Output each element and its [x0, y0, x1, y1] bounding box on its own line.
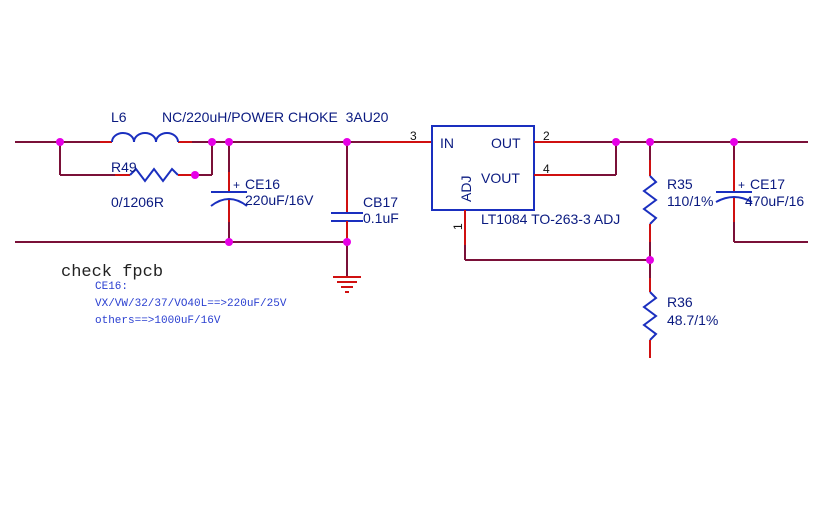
pin-number-out: 2 — [543, 129, 550, 143]
ce17-plate-neg — [715, 196, 753, 203]
junction-dot — [343, 238, 351, 246]
resistor-r35-symbol — [642, 175, 658, 225]
resistor-r36-symbol — [642, 291, 658, 341]
r36-value: 48.7/1% — [667, 312, 718, 328]
junction-dot — [612, 138, 620, 146]
r35-value: 110/1% — [667, 193, 713, 209]
ce16-ref: CE16 — [245, 176, 280, 192]
r49-value: 0/1206R — [111, 194, 164, 210]
pin-label-out: OUT — [491, 135, 521, 151]
r36-ref: R36 — [667, 294, 693, 310]
junction-dot — [225, 138, 233, 146]
pin-label-in: IN — [440, 135, 454, 151]
pin-number-adj: 1 — [451, 223, 465, 230]
junction-dot — [191, 171, 199, 179]
pin-number-in: 3 — [410, 129, 417, 143]
l6-ref: L6 — [111, 109, 127, 125]
junction-dot — [646, 256, 654, 264]
pin-number-vout: 4 — [543, 162, 550, 176]
ce17-plus-sign: + — [738, 178, 745, 192]
note-line: others==>1000uF/16V — [95, 315, 221, 327]
regulator-body — [431, 125, 535, 211]
note-line: VX/VW/32/37/VO40L==>220uF/25V — [95, 298, 287, 310]
junction-dot — [225, 238, 233, 246]
cb17-value: 0.1uF — [363, 210, 399, 226]
resistor-r49-symbol — [129, 167, 179, 183]
junction-dot — [56, 138, 64, 146]
ce16-plus-sign: + — [233, 178, 240, 192]
regulator-part: LT1084 TO-263-3 ADJ — [481, 211, 620, 227]
r49-ref: R49 — [111, 159, 137, 175]
junction-dot — [646, 138, 654, 146]
r35-ref: R35 — [667, 176, 693, 192]
junction-dot — [208, 138, 216, 146]
ce17-value: 470uF/16 — [745, 193, 804, 209]
junction-dot — [730, 138, 738, 146]
note-title: check fpcb — [61, 263, 163, 282]
ce17-ref: CE17 — [750, 176, 785, 192]
note-line: CE16: — [95, 281, 128, 293]
ce16-value: 220uF/16V — [245, 192, 314, 208]
l6-value: NC/220uH/POWER CHOKE 3AU20 — [162, 109, 389, 125]
pin-label-vout: VOUT — [481, 170, 520, 186]
cb17-ref: CB17 — [363, 194, 398, 210]
ce16-plate-neg — [210, 198, 248, 207]
junction-dot — [343, 138, 351, 146]
pin-label-adj: ADJ — [458, 176, 474, 202]
inductor-l6-symbol — [111, 132, 179, 143]
